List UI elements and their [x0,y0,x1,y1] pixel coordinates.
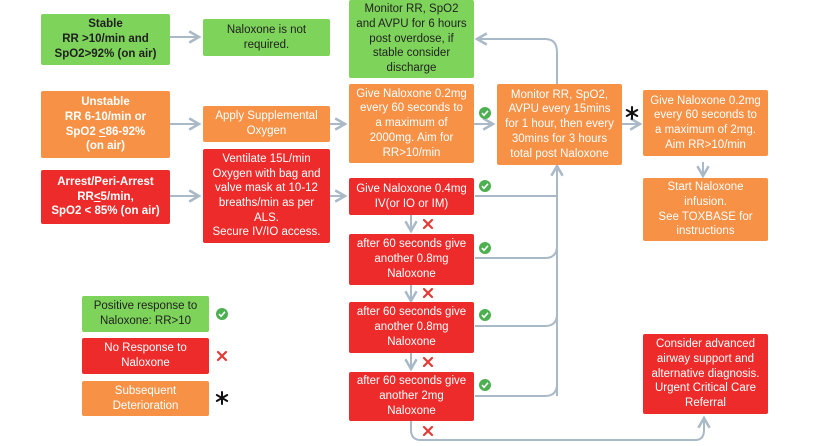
legend-deterioration: Subsequent Deterioration [82,381,209,416]
state-stable-line3: SpO2>92% (on air) [54,47,157,60]
action-oxygen: Apply Supplemental Oxygen [203,106,330,142]
box-step-0-8mg-first: after 60 seconds give another 0.8mg Nalo… [349,234,474,285]
state-unstable-line3: SpO2 <86-92% [65,125,146,138]
check-circle-icon [479,180,491,192]
state-stable: Stable RR >10/min and SpO2>92% (on air) [41,14,170,65]
state-unstable-line2: RR 6-10/min or [64,110,147,123]
cross-icon [216,350,228,362]
box-naloxone-infusion: Start Naloxone infusion. See TOXBASE for… [643,178,768,241]
state-arrest: Arrest/Peri-Arrest RR<5/min, SpO2 < 85% … [41,170,170,224]
box-step-0-8mg-second: after 60 seconds give another 0.8mg Nalo… [349,302,474,353]
legend-positive: Positive response to Naloxone: RR>10 [82,296,209,332]
box-monitor-15mins: Monitor RR, SpO2, AVPU every 15mins for … [497,84,622,165]
cross-icon [422,218,434,230]
action-not-required: Naloxone is not required. [203,19,330,56]
check-circle-icon [216,308,228,320]
asterisk-icon [215,391,229,405]
state-arrest-line2: RR<5/min, [77,190,134,203]
box-step-2mg: after 60 seconds give another 2mg Naloxo… [349,372,474,421]
state-stable-line2: RR >10/min and [62,33,149,46]
check-circle-icon [479,242,491,254]
box-advanced-airway: Consider advanced airway support and alt… [643,334,768,414]
state-unstable-title: Unstable [81,96,130,109]
box-naloxone-0-2mg: Give Naloxone 0.2mg every 60 seconds to … [349,84,474,163]
cross-icon [422,287,434,299]
check-circle-icon [479,309,491,321]
state-unstable: Unstable RR 6-10/min or SpO2 <86-92% (on… [41,91,170,158]
asterisk-icon [625,106,639,120]
legend-no-response: No Response to Naloxone [82,338,209,374]
arrow-monitor15-to-monitor6 [474,32,558,84]
state-unstable-line4: (on air) [86,140,125,153]
arrow-no-response-to-airway [410,415,711,441]
cross-icon [422,356,434,368]
state-stable-title: Stable [88,18,123,31]
box-naloxone-0-4mg: Give Naloxone 0.4mg IV(or IO or IM) [349,178,474,215]
check-circle-icon [479,107,491,119]
action-ventilate: Ventilate 15L/min Oxygen with bag and va… [203,149,330,243]
check-circle-icon [479,379,491,391]
cross-icon [422,425,434,437]
box-monitor-6-hours: Monitor RR, SpO2 and AVPU for 6 hours po… [349,0,474,78]
box-repeat-naloxone: Give Naloxone 0.2mg every 60 seconds to … [643,90,768,156]
state-arrest-line3: SpO2 < 85% (on air) [51,205,160,218]
state-arrest-title: Arrest/Peri-Arrest [57,175,154,188]
